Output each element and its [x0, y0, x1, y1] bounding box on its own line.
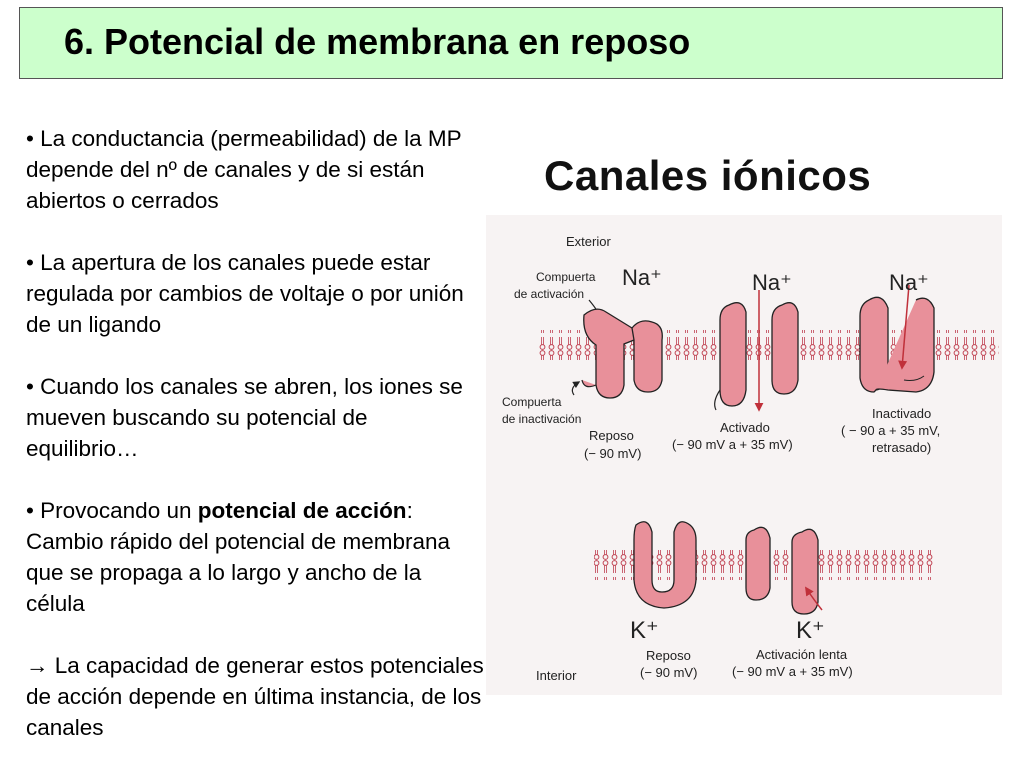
na-channel-activado: [714, 290, 799, 412]
bullet-potencial-accion: • Provocando un potencial de acción: Cam…: [26, 495, 486, 619]
state-voltage: retrasado): [872, 440, 931, 455]
state-name: Activación lenta: [756, 647, 848, 662]
activation-gate-label: Compuerta: [536, 270, 596, 284]
k-channel-reposo: K⁺: [630, 521, 697, 644]
channels-diagram: Exterior Interior Compuerta de activació…: [486, 215, 1002, 695]
inactivation-gate-label: Compuerta: [502, 395, 562, 409]
na-label: Na⁺: [752, 270, 792, 295]
bullet-apertura: • La apertura de los canales puede estar…: [26, 250, 464, 337]
state-name: Activado: [720, 420, 770, 435]
na-label: Na⁺: [622, 265, 662, 290]
state-name: Reposo: [646, 648, 691, 663]
state-voltage: (− 90 mV a + 35 mV): [732, 664, 853, 679]
inactivation-gate-arrow: [571, 381, 581, 396]
na-channel-inactivado: [859, 284, 935, 393]
k-label: K⁺: [796, 617, 825, 644]
bullet-bold-term: potencial de acción: [197, 498, 407, 523]
exterior-label: Exterior: [566, 234, 611, 249]
state-name: Inactivado: [872, 406, 931, 421]
bullet-text: • Provocando un: [26, 498, 198, 523]
bullet-conductancia: • La conductancia (permeabilidad) de la …: [26, 126, 462, 213]
state-voltage: ( − 90 a + 35 mV,: [841, 423, 940, 438]
k-channel-activacion-lenta: K⁺: [745, 526, 825, 644]
na-channel-reposo: [581, 308, 663, 399]
ion-channels-figure: Canales iónicos Exterior In: [484, 140, 1006, 700]
bullet-capacidad: → La capacidad de generar estos potencia…: [26, 653, 484, 740]
state-voltage: (− 90 mV a + 35 mV): [672, 437, 793, 452]
k-label: K⁺: [630, 617, 659, 644]
bullet-iones: • Cuando los canales se abren, los iones…: [26, 374, 463, 461]
state-name: Reposo: [589, 428, 634, 443]
activation-gate-label: de activación: [514, 287, 584, 301]
na-label: Na⁺: [889, 270, 929, 295]
title-banner: 6. Potencial de membrana en reposo: [19, 7, 1003, 79]
state-voltage: (− 90 mV): [640, 665, 697, 680]
bullet-list: • La conductancia (permeabilidad) de la …: [26, 123, 486, 743]
interior-label: Interior: [536, 668, 577, 683]
inactivation-gate-label: de inactivación: [502, 412, 581, 426]
figure-title: Canales iónicos: [544, 152, 872, 199]
bullet-text: : Cambio rápido del potencial de membran…: [26, 498, 450, 616]
background-texture: [486, 215, 1002, 695]
state-voltage: (− 90 mV): [584, 446, 641, 461]
slide-title: 6. Potencial de membrana en reposo: [64, 21, 691, 62]
